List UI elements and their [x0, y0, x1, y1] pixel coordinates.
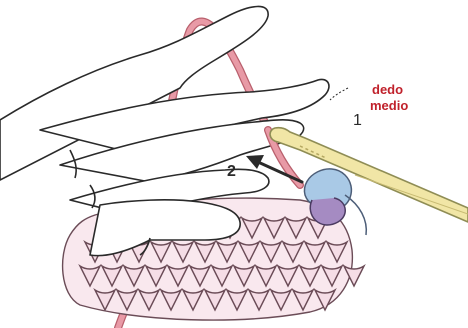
- finger-label-line1: dedo: [372, 82, 403, 97]
- step1-pointer: [330, 88, 348, 100]
- step-1-label: 1: [353, 112, 362, 129]
- step-2-label: 2: [227, 163, 236, 180]
- finger-label-line2: medio: [370, 98, 408, 113]
